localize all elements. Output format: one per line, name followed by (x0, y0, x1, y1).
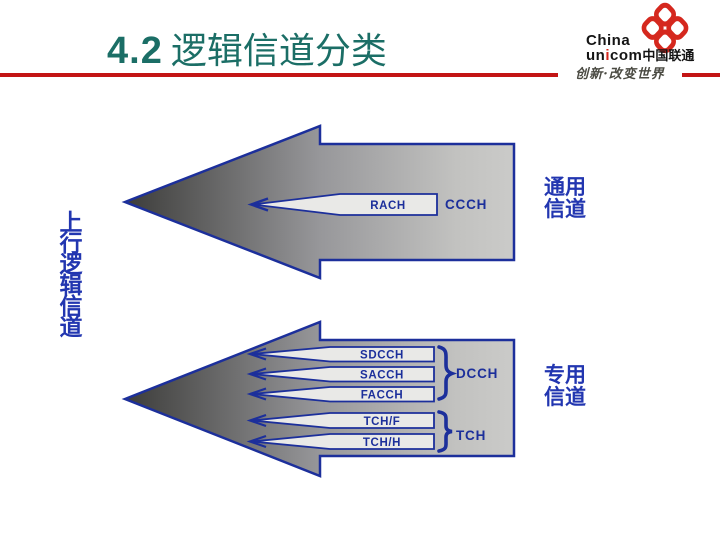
tch-label: TCH (456, 428, 486, 443)
tchh-arrow: TCH/H (246, 433, 435, 450)
sdcch-arrowhead-icon (246, 347, 267, 361)
tchh-label: TCH/H (363, 437, 401, 449)
logo-wordmark: China unicom中国联通 (586, 33, 694, 63)
unicom-knot-icon (641, 2, 689, 54)
logo-brand-un: un (586, 47, 606, 64)
header-rule-right (682, 73, 720, 77)
uplink-vertical-label: 上行逻辑信道 (55, 210, 82, 336)
tch-brace (437, 410, 453, 453)
sacch-label: SACCH (360, 370, 404, 382)
facch-label: FACCH (361, 390, 404, 402)
logo-brand-com: com (610, 47, 643, 64)
dedicated-channel-title: 专用 信道 (544, 362, 586, 409)
tchh-arrowhead-icon (246, 434, 267, 449)
facch-arrow: FACCH (246, 386, 435, 403)
common-channel-title: 通用 信道 (544, 174, 586, 221)
dcch-label: DCCH (456, 366, 498, 381)
header-rule-left (0, 73, 558, 77)
page-title-text: 逻辑信道分类 (170, 31, 387, 72)
sdcch-arrow: SDCCH (246, 346, 435, 363)
rach-label: RACH (370, 200, 406, 212)
logo-slogan: 创新·改变世界 (575, 67, 665, 82)
dcch-brace (437, 345, 458, 401)
sacch-arrow: SACCH (246, 366, 435, 383)
logo-brand-line1: China (586, 32, 631, 49)
tchf-arrowhead-icon (246, 413, 267, 428)
facch-arrowhead-icon (246, 387, 267, 401)
logo-brand-cn: 中国联通 (642, 48, 695, 63)
tchf-label: TCH/F (364, 416, 401, 428)
tchf-arrow: TCH/F (246, 412, 435, 429)
rach-arrowhead-icon (247, 197, 269, 212)
ccch-label: CCCH (445, 197, 487, 212)
rach-arrow: RACH (247, 193, 438, 216)
logo-brand-i: i (605, 47, 610, 64)
sdcch-label: SDCCH (360, 350, 404, 362)
sacch-arrowhead-icon (246, 367, 267, 381)
page-title-number: 4.2 (107, 30, 163, 72)
